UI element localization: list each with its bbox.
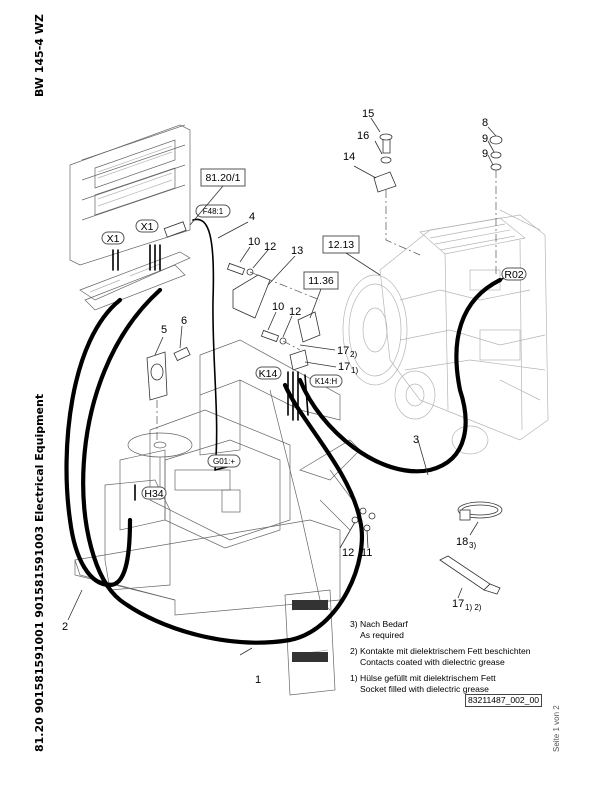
small-parts: [146, 133, 503, 595]
callout-12c: 12: [342, 547, 354, 559]
callout-15: 15: [362, 108, 374, 120]
callout-6: 6: [181, 315, 187, 327]
drawing-number: 83211487_002_00: [465, 694, 543, 707]
callout-3: 3: [413, 434, 419, 446]
svg-text:H34: H34: [144, 488, 163, 500]
cable-2: [64, 297, 133, 588]
svg-text:11.36: 11.36: [308, 275, 334, 287]
cable-1: [81, 287, 364, 645]
svg-text:18: 18: [456, 536, 468, 548]
electronics-panel-drawing: [69, 124, 191, 311]
connector-k14[interactable]: K14: [255, 366, 282, 380]
cable-3: [297, 277, 503, 474]
callout-9a: 9: [482, 133, 488, 145]
callout-1: 1: [255, 674, 261, 686]
callout-10a: 10: [248, 236, 260, 248]
svg-text:81.20/1: 81.20/1: [205, 172, 240, 184]
connector-x1-right[interactable]: X1: [135, 219, 159, 233]
connector-h34[interactable]: H34: [141, 486, 167, 500]
svg-text:R02: R02: [504, 269, 523, 281]
assembly-lines: [156, 170, 497, 440]
connector-x1-left[interactable]: X1: [101, 231, 125, 245]
callout-12b: 12: [289, 306, 301, 318]
callout-17-note1-2: 17 1) 2): [452, 598, 482, 612]
callout-13: 13: [291, 245, 303, 257]
callout-16: 16: [357, 130, 369, 142]
svg-text:17: 17: [338, 361, 350, 373]
svg-text:F48:1: F48:1: [203, 207, 224, 216]
engine-drawing: [342, 209, 549, 455]
callout-18-note3: 18 3): [456, 536, 476, 550]
svg-text:17: 17: [452, 598, 464, 610]
connector-f48-1[interactable]: F48:1: [195, 204, 231, 218]
reference-box-81-20-1[interactable]: 81.20/1: [200, 168, 246, 187]
connector-k14-h[interactable]: K14:H: [309, 374, 343, 388]
footnotes: 3) Nach Bedarf As required 2) Kontakte m…: [350, 619, 531, 700]
callout-14: 14: [343, 151, 355, 163]
svg-text:X1: X1: [141, 221, 154, 233]
callout-5: 5: [161, 324, 167, 336]
svg-text:1): 1): [351, 366, 358, 375]
callout-8: 8: [482, 117, 488, 129]
callout-9b: 9: [482, 148, 488, 160]
callout-11: 11: [361, 547, 372, 559]
reference-box-11-36[interactable]: 11.36: [303, 271, 339, 290]
svg-text:1) 2): 1) 2): [465, 603, 482, 612]
svg-text:K14:H: K14:H: [315, 377, 337, 386]
machine-frame-drawing: [74, 339, 361, 696]
callout-2: 2: [62, 621, 68, 633]
svg-text:G01:+: G01:+: [213, 457, 235, 466]
connector-g01-plus[interactable]: G01:+: [207, 454, 241, 468]
svg-text:K14: K14: [259, 368, 278, 380]
cables: [64, 218, 509, 645]
leader-lines: [67, 117, 497, 656]
reference-box-12-13[interactable]: 12.13: [322, 235, 360, 254]
callout-10b: 10: [272, 301, 284, 313]
svg-text:17: 17: [337, 345, 349, 357]
connector-r02[interactable]: R02: [501, 267, 527, 281]
svg-text:12.13: 12.13: [328, 239, 354, 251]
callout-4: 4: [249, 211, 255, 223]
cable-4: [192, 218, 218, 471]
svg-text:X1: X1: [107, 233, 120, 245]
callout-17-note2: 17 2): [337, 345, 357, 359]
footnote-3: 3) Nach Bedarf As required: [350, 619, 408, 640]
footnote-2: 2) Kontakte mit dielektrischem Fett besc…: [350, 646, 531, 667]
callout-12a: 12: [264, 241, 276, 253]
svg-text:2): 2): [350, 350, 357, 359]
footnote-1: 1) Hülse gefüllt mit dielektrischem Fett…: [350, 673, 496, 694]
svg-text:3): 3): [469, 541, 476, 550]
callout-17-note1: 17 1): [338, 361, 358, 375]
callout-labels: 1 2 3 4 5 6 8 9 9 10 10 11 12 12 12 13 1…: [62, 108, 488, 686]
